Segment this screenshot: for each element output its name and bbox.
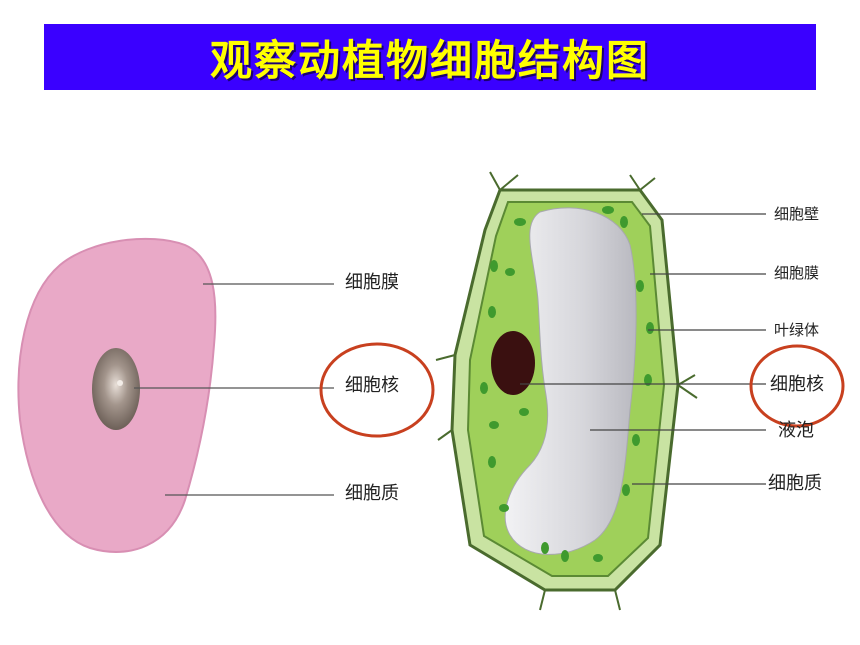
title-banner: 观察动植物细胞结构图 [44, 24, 816, 90]
animal-cell [17, 237, 435, 553]
plant-vacuole-label: 液泡 [778, 420, 814, 441]
animal-membrane-label: 细胞膜 [345, 272, 399, 293]
plant-cytoplasm-label: 细胞质 [768, 473, 822, 494]
plant-membrane-label: 细胞膜 [774, 264, 820, 282]
neighbor-walls [435, 171, 698, 611]
plant-vacuole [504, 207, 637, 555]
plant-wall-label: 细胞壁 [774, 205, 820, 223]
page-title: 观察动植物细胞结构图 [209, 35, 650, 85]
animal-nucleus-highlight [319, 342, 435, 438]
plant-cell [435, 171, 845, 611]
animal-cytoplasm-label: 细胞质 [345, 483, 399, 504]
plant-nucleus-highlight [749, 344, 845, 428]
plant-nucleus-label: 细胞核 [770, 374, 824, 395]
animal-nucleus [92, 348, 140, 430]
plant-chloroplast-label: 叶绿体 [774, 321, 820, 339]
animal-nucleolus [117, 380, 123, 386]
animal-nucleus-label: 细胞核 [345, 375, 399, 396]
chloroplasts [480, 206, 654, 562]
plant-nucleus [491, 331, 535, 395]
